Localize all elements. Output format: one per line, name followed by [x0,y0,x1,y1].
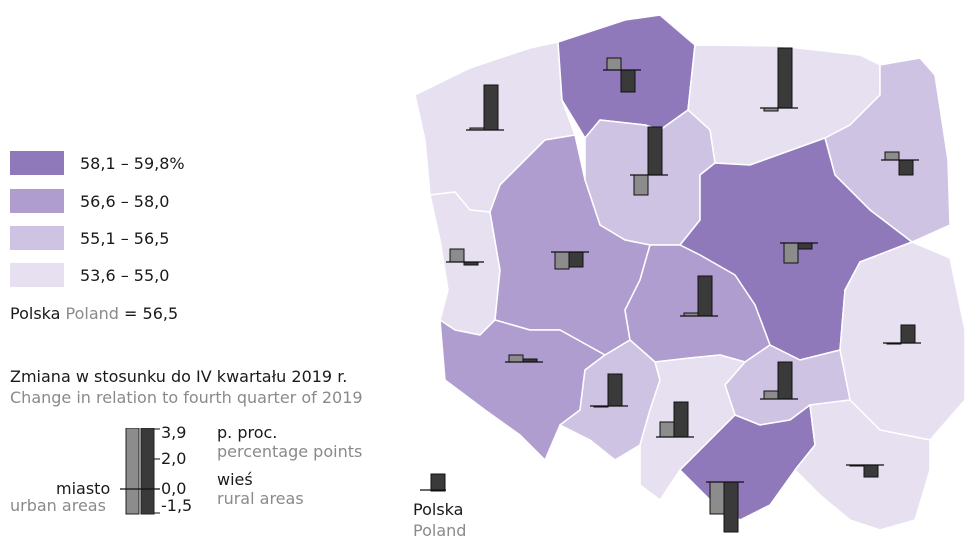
scale-rural-bar [140,428,155,515]
poland-bar-legend [420,473,446,492]
bar-urban-kujawsko-pomorskie [633,174,649,196]
bar-rural-warminsko-mazurskie [777,47,793,109]
poland-rural-bar [430,473,446,492]
map-poland-label-en: Poland [413,521,467,540]
map-svg [414,14,966,533]
bar-urban-wielkopolskie [554,251,570,270]
bar-rural-lodzkie [697,275,713,317]
poland-average: Polska Poland = 56,5 [10,304,178,323]
bar-urban-pomorskie [606,57,622,71]
rural-label-en: rural areas [217,489,304,508]
scale-tick-zero: 0,0 [161,479,187,498]
poland-average-label-pl: Polska [10,304,61,323]
bar-rural-kujawsko-pomorskie [647,126,663,176]
voivodeship-map: Polska Poland [410,0,971,548]
bar-urban-swietokrzyskie [763,390,779,400]
change-title: Zmiana w stosunku do IV kwartału 2019 r. [10,367,348,386]
legend-class-label-4: 53,6 – 55,0 [80,265,170,285]
bar-rural-slaskie [673,401,689,438]
unit-label-en: percentage points [217,442,363,461]
scale-tick-max: 3,9 [161,423,187,442]
legend-class-2: 56,6 – 58,0 [10,189,169,213]
legend-class-3: 55,1 – 56,5 [10,226,169,250]
legend-class-label-3: 55,1 – 56,5 [80,228,170,248]
rural-label-pl: wieś [217,470,253,489]
bar-urban-lubuskie [449,248,465,263]
bar-scale-legend: 3,9 2,0 0,0 -1,5 p. proc. percentage poi… [10,424,420,528]
legend-class-label-2: 56,6 – 58,0 [80,191,170,211]
poland-average-label-en: Poland [65,304,119,323]
legend-class-1: 58,1 – 59,8% [10,151,185,175]
bar-rural-zachodniopomorskie [483,84,499,131]
legend-swatch-2 [10,189,64,213]
region-dolnoslaskie [439,319,606,461]
scale-tick-mid: 2,0 [161,449,187,468]
urban-label-en: urban areas [10,496,106,515]
bar-rural-podkarpackie [863,464,879,478]
map-legend: 58,1 – 59,8% 56,6 – 58,0 55,1 – 56,5 53,… [0,0,420,548]
legend-swatch-4 [10,263,64,287]
bar-rural-podlaskie [898,159,914,176]
bar-urban-malopolskie [709,481,725,515]
bar-rural-wielkopolskie [568,251,584,268]
bar-rural-opolskie [607,373,623,407]
legend-class-4: 53,6 – 55,0 [10,263,169,287]
bar-urban-podlaskie [884,151,900,161]
scale-urban-bar [125,428,140,515]
scale-tick-min: -1,5 [161,496,193,515]
unit-label-pl: p. proc. [217,423,278,442]
legend-swatch-1 [10,151,64,175]
bar-rural-malopolskie [723,481,739,533]
map-poland-label-pl: Polska [413,500,464,519]
bar-urban-mazowieckie [783,242,799,264]
poland-average-value: = 56,5 [124,304,179,323]
bar-rural-lubelskie [900,324,916,344]
bar-urban-slaskie [659,421,675,438]
legend-swatch-3 [10,226,64,250]
legend-class-label-1: 58,1 – 59,8% [80,153,185,173]
bar-urban-dolnoslaskie [508,354,524,363]
bar-rural-swietokrzyskie [777,361,793,400]
bar-scale-graphic [120,428,160,515]
change-subtitle: Change in relation to fourth quarter of … [10,388,363,407]
urban-label-pl: miasto [56,479,111,498]
map-bars [446,47,921,533]
bar-rural-mazowieckie [797,242,813,250]
bar-rural-pomorskie [620,69,636,93]
